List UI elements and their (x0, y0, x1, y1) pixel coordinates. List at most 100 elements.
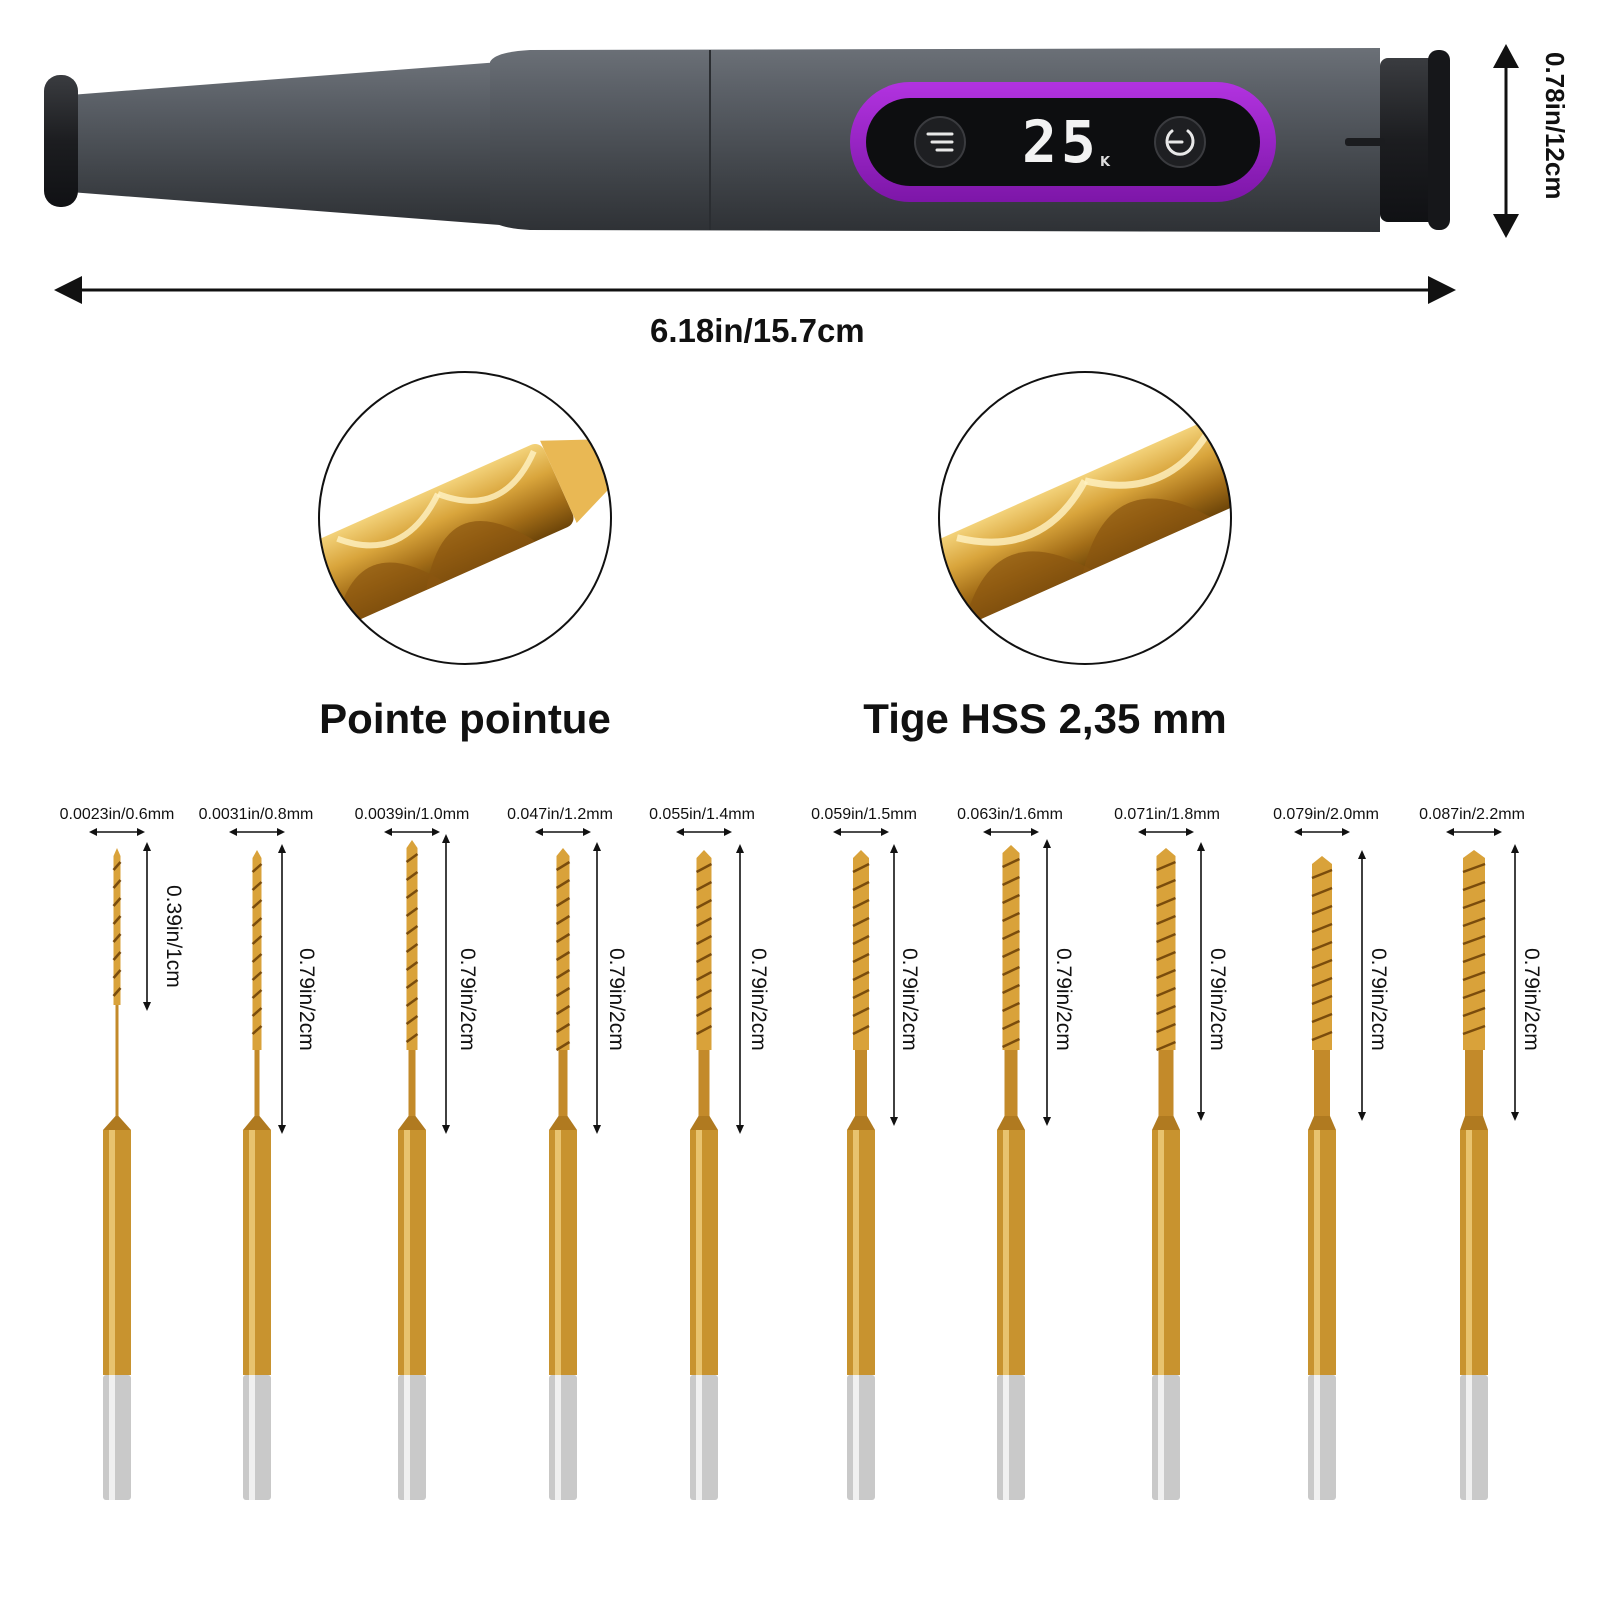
bit-flute-groove (1311, 940, 1333, 952)
pen-end-cap (1380, 58, 1436, 222)
bit-shank (1152, 1130, 1180, 1375)
bit-flute-groove (1156, 932, 1176, 944)
length-label: 6.18in/15.7cm (650, 312, 865, 349)
bit-length-label: 0.79in/2cm (747, 948, 770, 1051)
length-arrow-head (1197, 1112, 1205, 1121)
drill-bits-illustration (89, 828, 1519, 1500)
bit-flute-groove (555, 950, 571, 962)
bit-length-label: 0.39in/1cm (162, 885, 185, 988)
length-arrow-head (593, 1125, 601, 1134)
bit-flute-groove (112, 861, 122, 871)
bit-flute-groove (1156, 950, 1176, 962)
bit-flute-groove (251, 935, 263, 945)
menu-icon[interactable] (914, 116, 966, 168)
bit-neck (115, 1005, 119, 1130)
bit-flute-groove (251, 1007, 263, 1017)
width-arrow-head (384, 828, 392, 836)
length-arrow-head (736, 844, 744, 853)
bit-flute-groove (1156, 878, 1176, 890)
bit-shank-end-highlight (853, 1375, 859, 1500)
bit-shank-highlight (1158, 1130, 1164, 1375)
length-arrow-head (736, 1125, 744, 1134)
bit-shank (398, 1130, 426, 1375)
bit-flute (1463, 850, 1485, 1050)
bit-flute-groove (405, 888, 419, 900)
bit-neck (558, 1050, 568, 1130)
bit-flute-groove (852, 1024, 870, 1036)
bit-shoulder (1460, 1116, 1488, 1130)
power-icon[interactable] (1154, 116, 1206, 168)
bit-flute-groove (1001, 947, 1021, 959)
bit-shank-highlight (696, 1130, 702, 1375)
bit-shank-end (690, 1375, 718, 1500)
bit-flute-groove (405, 1032, 419, 1044)
bit-shank-end (1460, 1375, 1488, 1500)
bit-flute-groove (1156, 1004, 1176, 1016)
length-arrow-head (143, 1002, 151, 1011)
bit-shoulder (1308, 1116, 1336, 1130)
bit-flute-groove (112, 951, 122, 961)
length-arrow-head (1043, 839, 1051, 848)
bit-shank-highlight (1466, 1130, 1472, 1375)
bit-flute-groove (1001, 1037, 1021, 1049)
bit-flute (252, 850, 262, 1050)
width-arrow-head (535, 828, 543, 836)
bit-shank-highlight (404, 1130, 410, 1375)
bit-flute-groove (405, 960, 419, 972)
bit-shank (690, 1130, 718, 1375)
bit-shank (243, 1130, 271, 1375)
feature-title-shank: Tige HSS 2,35 mm (863, 695, 1227, 742)
length-arrow-head (593, 842, 601, 851)
bit-flute-groove (555, 932, 571, 944)
bit-shoulder (103, 1116, 131, 1130)
bit-flute-groove (1462, 898, 1486, 910)
bit-flute-groove (1462, 988, 1486, 1000)
width-arrow-head (89, 828, 97, 836)
bit-flute-groove (695, 988, 713, 1000)
length-arrow-head (143, 842, 151, 851)
bit-flute-groove (1311, 958, 1333, 970)
length-arrow-head (1511, 1112, 1519, 1121)
bit-flute-groove (1156, 968, 1176, 980)
bit-shoulder (690, 1116, 718, 1130)
width-arrow-head (833, 828, 841, 836)
width-arrow-head (1446, 828, 1454, 836)
bit-flute-groove (1462, 862, 1486, 874)
width-arrow-head (1186, 828, 1194, 836)
bit-shank-end-highlight (1314, 1375, 1320, 1500)
bit-shank-end-highlight (1003, 1375, 1009, 1500)
bit-size-label: 0.0031in/0.8mm (198, 806, 314, 823)
bit-flute-groove (852, 952, 870, 964)
bit-shank-end (243, 1375, 271, 1500)
width-arrow-head (676, 828, 684, 836)
bit-flute-groove (1311, 868, 1333, 880)
bit-shank-end-highlight (249, 1375, 255, 1500)
bit-shank (1308, 1130, 1336, 1375)
bit-flute (853, 850, 869, 1050)
bit-size-label: 0.0023in/0.6mm (59, 806, 175, 823)
feature-circles (318, 371, 1232, 665)
bit-size-label: 0.059in/1.5mm (811, 806, 917, 823)
width-arrow-head (983, 828, 991, 836)
bit-flute-groove (1462, 934, 1486, 946)
bit-flute-groove (251, 899, 263, 909)
bit-flute-groove (1462, 1024, 1486, 1036)
bit-length-label: 0.79in/2cm (605, 948, 628, 1051)
bit-shank-highlight (109, 1130, 115, 1375)
bit-shank-end (847, 1375, 875, 1500)
bit-flute-groove (251, 971, 263, 981)
bit-flute-groove (405, 924, 419, 936)
bit-length-label: 0.79in/2cm (1520, 948, 1543, 1051)
width-arrow-head (1342, 828, 1350, 836)
bit-flute-groove (555, 896, 571, 908)
bit-length-label: 0.79in/2cm (1367, 948, 1390, 1051)
length-arrow-head (890, 1117, 898, 1126)
bit-flute-groove (1156, 986, 1176, 998)
bit-shank-end (1308, 1375, 1336, 1500)
bit-neck (1004, 1050, 1018, 1130)
bit-shank-highlight (249, 1130, 255, 1375)
width-arrow-head (724, 828, 732, 836)
bit-flute-groove (852, 988, 870, 1000)
bit-flute-groove (852, 934, 870, 946)
bit-flute-groove (405, 1014, 419, 1026)
